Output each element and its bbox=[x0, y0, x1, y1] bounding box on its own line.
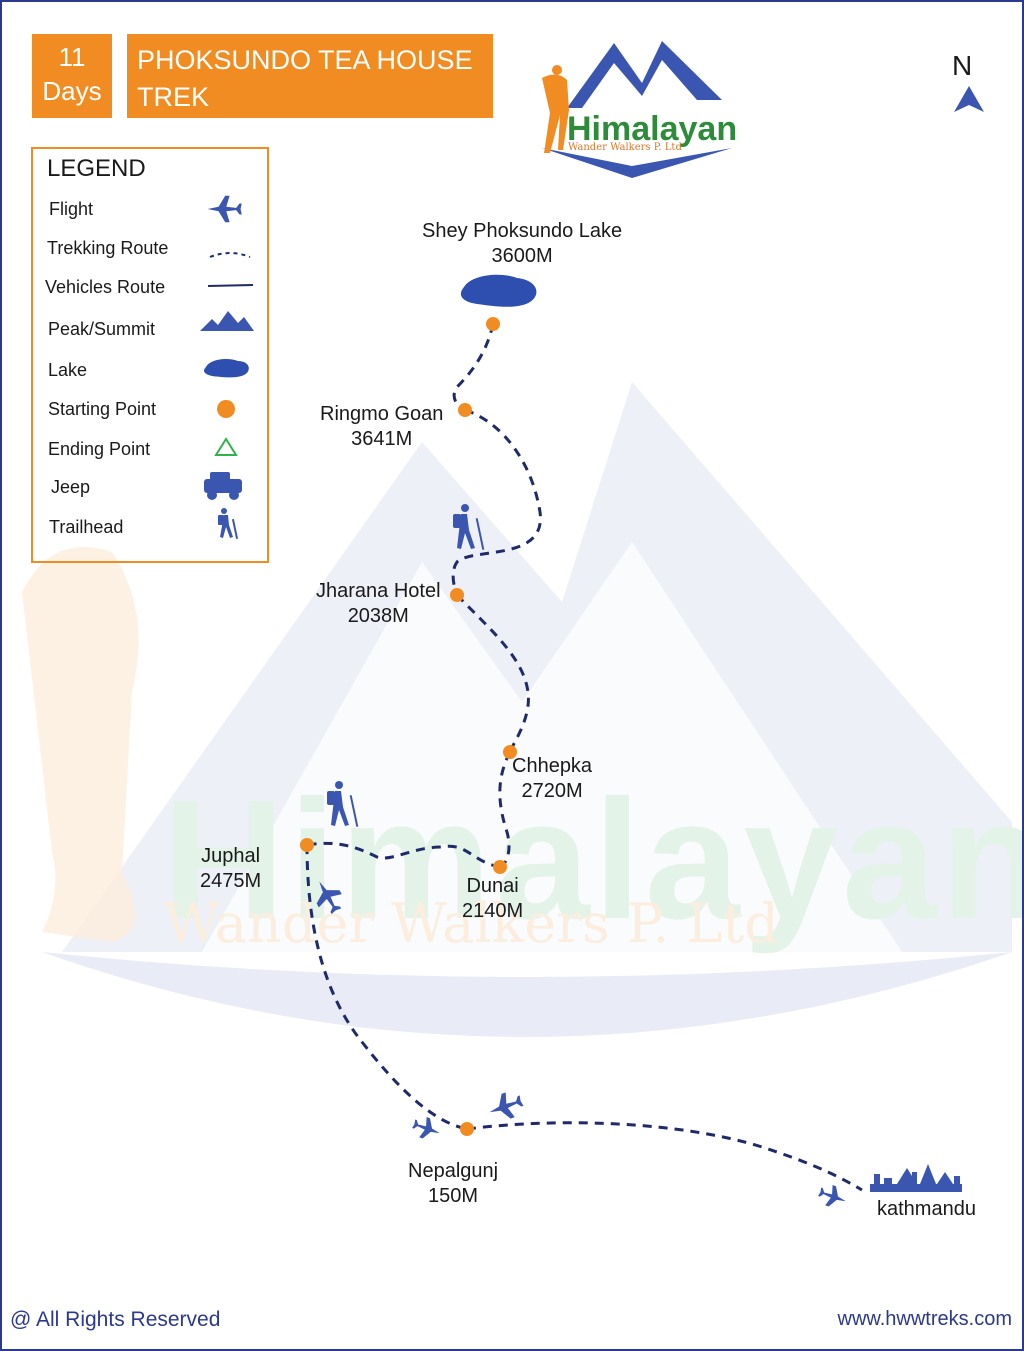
place-altitude: 2140M bbox=[462, 900, 524, 922]
trek-title-line1: PHOKSUNDO TEA HOUSE bbox=[137, 45, 473, 75]
place-name: Jharana Hotel bbox=[316, 580, 441, 602]
lake-icon bbox=[204, 359, 249, 378]
trek-route-dunai-juphal bbox=[306, 841, 501, 869]
watermark-name: Himalayan bbox=[162, 765, 1024, 955]
trek-title-line2: TREK bbox=[137, 82, 210, 112]
place-name: Ringmo Goan bbox=[320, 403, 444, 425]
jeep-icon bbox=[204, 472, 242, 500]
point-shey-phoksundo bbox=[486, 317, 500, 331]
watermark-subtitle: Wander Walkers P. Ltd bbox=[164, 892, 779, 955]
place-chhepka: Chhepka 2720M bbox=[512, 754, 592, 804]
trek-route-chhepka-dunai bbox=[498, 751, 512, 869]
place-name: Nepalgunj bbox=[408, 1160, 499, 1182]
place-altitude: 3600M bbox=[491, 245, 553, 267]
logo-name: Himalayan bbox=[567, 110, 738, 148]
flight-route-nepalgunj-kathmandu bbox=[466, 1121, 863, 1192]
dashed-line-icon bbox=[209, 252, 251, 258]
flight-route-juphal-nepalgunj bbox=[305, 844, 468, 1131]
green-triangle-icon bbox=[214, 437, 238, 456]
legend-item-trekking-route: Trekking Route bbox=[47, 238, 169, 258]
airplane-icon bbox=[412, 1117, 440, 1139]
legend-item-jeep: Jeep bbox=[51, 477, 91, 497]
legend: LEGEND Flight Trekking Route Vehicles Ro… bbox=[31, 147, 269, 563]
logo-subtitle: Wander Walkers P. Ltd bbox=[568, 142, 682, 153]
city-skyline-icon bbox=[870, 1164, 962, 1192]
airplane-icon bbox=[489, 1092, 524, 1119]
days-label: Days bbox=[42, 76, 102, 106]
lake-icon bbox=[460, 274, 537, 307]
legend-item-trailhead: Trailhead bbox=[49, 517, 124, 537]
airplane-icon bbox=[818, 1185, 846, 1207]
legend-item-starting-point: Starting Point bbox=[48, 399, 157, 419]
place-jharana-hotel: Jharana Hotel 2038M bbox=[316, 579, 441, 629]
hiker-icon bbox=[327, 781, 359, 827]
point-dunai bbox=[493, 860, 507, 874]
airplane-icon bbox=[316, 881, 342, 914]
trek-title: PHOKSUNDO TEA HOUSE TREK bbox=[127, 34, 493, 118]
place-altitude: 3641M bbox=[351, 428, 413, 450]
legend-item-peak: Peak/Summit bbox=[48, 319, 156, 339]
solid-line-icon bbox=[207, 284, 254, 287]
trek-route-lake-ringmo bbox=[452, 323, 495, 412]
copyright-text: @ All Rights Reserved bbox=[10, 1308, 221, 1331]
place-juphal: Juphal 2475M bbox=[200, 844, 261, 894]
place-altitude: 2475M bbox=[200, 870, 262, 892]
place-shey-phoksundo: Shey Phoksundo Lake 3600M bbox=[422, 219, 622, 269]
place-kathmandu: kathmandu bbox=[877, 1197, 976, 1222]
place-name: Juphal bbox=[201, 845, 261, 867]
days-number: 11 bbox=[58, 42, 86, 72]
trek-route-jharana-chhepka bbox=[455, 593, 530, 753]
place-nepalgunj: Nepalgunj 150M bbox=[408, 1159, 498, 1209]
website-link[interactable]: www.hwwtreks.com bbox=[837, 1308, 1012, 1330]
place-name: kathmandu bbox=[877, 1198, 976, 1220]
hiker-icon bbox=[218, 508, 239, 539]
days-badge: 11 Days bbox=[32, 34, 112, 118]
legend-title: LEGEND bbox=[47, 155, 146, 182]
mountain-icon bbox=[200, 311, 254, 331]
place-altitude: 150M bbox=[428, 1185, 479, 1207]
north-label: N bbox=[952, 50, 973, 81]
point-nepalgunj bbox=[460, 1122, 474, 1136]
point-ringmo-goan bbox=[458, 403, 472, 417]
place-name: Shey Phoksundo Lake bbox=[422, 220, 623, 242]
trek-route-ringmo-jharana bbox=[451, 408, 542, 596]
place-name: Dunai bbox=[466, 875, 519, 897]
hiker-icon bbox=[453, 504, 485, 550]
place-altitude: 2038M bbox=[347, 605, 409, 627]
place-altitude: 2720M bbox=[521, 780, 583, 802]
legend-item-ending-point: Ending Point bbox=[48, 439, 151, 459]
point-chhepka bbox=[503, 745, 517, 759]
place-dunai: Dunai 2140M bbox=[462, 874, 523, 924]
company-logo bbox=[542, 41, 732, 178]
legend-item-vehicles-route: Vehicles Route bbox=[45, 277, 166, 297]
legend-item-lake: Lake bbox=[48, 360, 88, 380]
legend-icons bbox=[200, 195, 254, 539]
place-name: Chhepka bbox=[512, 755, 593, 777]
point-jharana-hotel bbox=[450, 588, 464, 602]
north-arrow-icon bbox=[954, 86, 984, 112]
orange-dot-icon bbox=[217, 400, 235, 418]
place-ringmo-goan: Ringmo Goan 3641M bbox=[320, 402, 443, 452]
legend-item-flight: Flight bbox=[49, 199, 94, 219]
point-juphal bbox=[300, 838, 314, 852]
airplane-icon bbox=[207, 195, 242, 223]
